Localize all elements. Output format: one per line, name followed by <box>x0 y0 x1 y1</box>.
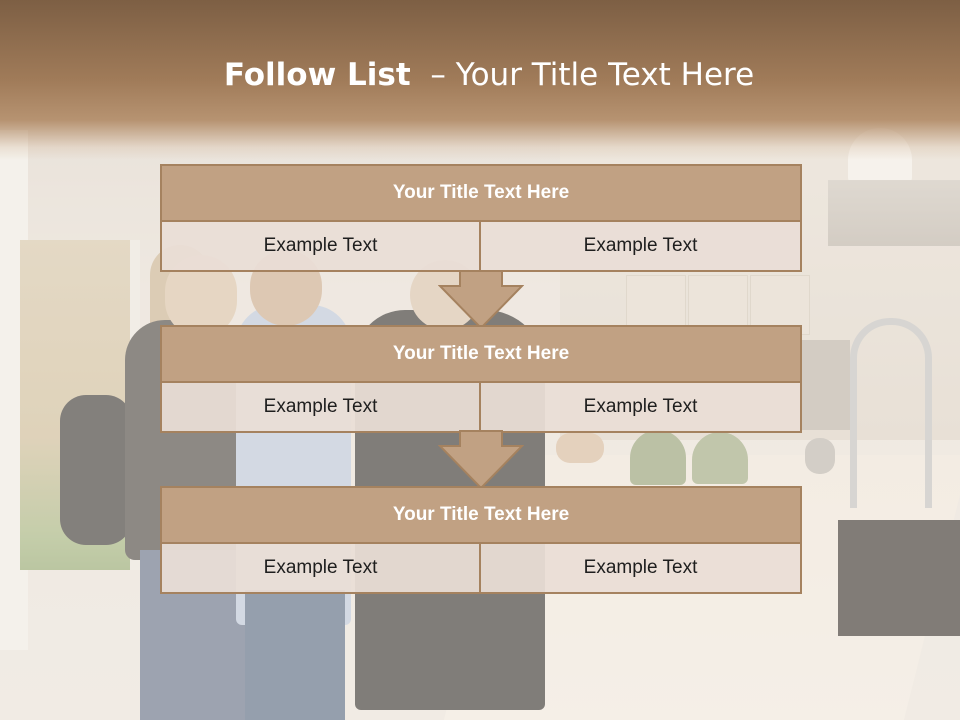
block-cell-right: Example Text <box>481 383 802 433</box>
slide-title-dash: – <box>430 57 446 93</box>
down-arrow-icon <box>438 430 524 490</box>
follow-block-1: Your Title Text Here Example Text Exampl… <box>160 164 802 272</box>
block-title: Your Title Text Here <box>160 486 802 544</box>
slide-title-rest: Your Title Text Here <box>455 57 755 93</box>
follow-block-3: Your Title Text Here Example Text Exampl… <box>160 486 802 594</box>
block-title: Your Title Text Here <box>160 164 802 222</box>
slide-title-bold: Follow List <box>223 57 411 93</box>
block-cell-right: Example Text <box>481 222 802 272</box>
slide-title: Follow List – Your Title Text Here <box>0 52 960 98</box>
header-band <box>0 0 960 160</box>
down-arrow-icon <box>438 270 524 330</box>
block-cell-left: Example Text <box>160 383 481 433</box>
follow-block-2: Your Title Text Here Example Text Exampl… <box>160 325 802 433</box>
block-cell-right: Example Text <box>481 544 802 594</box>
block-cell-left: Example Text <box>160 544 481 594</box>
block-cell-left: Example Text <box>160 222 481 272</box>
block-title: Your Title Text Here <box>160 325 802 383</box>
